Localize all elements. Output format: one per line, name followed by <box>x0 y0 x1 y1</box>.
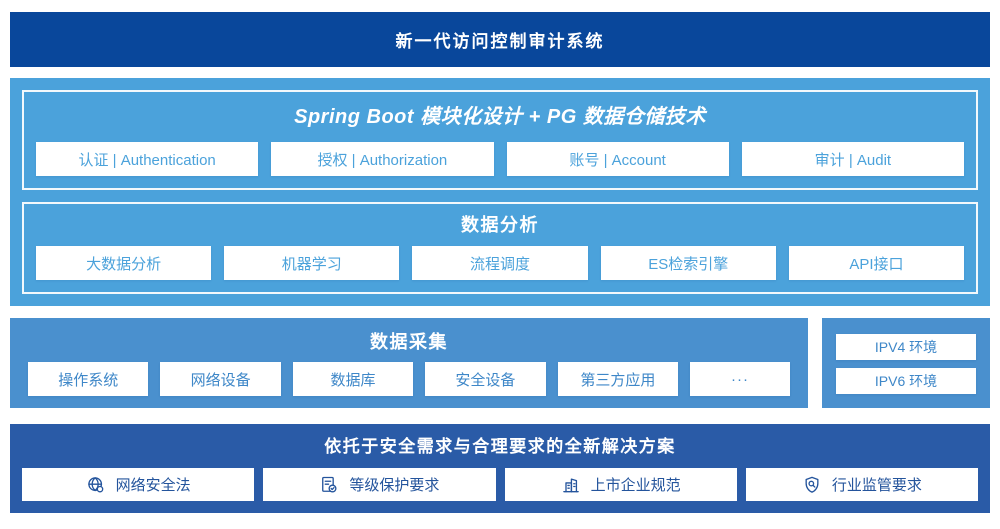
springboot-section: Spring Boot 模块化设计 + PG 数据仓储技术 认证 | Authe… <box>22 90 978 190</box>
analysis-api: API接口 <box>788 246 965 280</box>
shield-search-icon <box>802 475 822 495</box>
data-collection-row: 操作系统 网络设备 数据库 安全设备 第三方应用 ··· <box>28 362 791 396</box>
data-analysis-section: 数据分析 大数据分析 机器学习 流程调度 ES检索引擎 API接口 <box>22 202 978 294</box>
requirement-label: 网络安全法 <box>115 477 191 494</box>
source-thirdparty-app: 第三方应用 <box>557 362 679 396</box>
ip-environment-panel: IPV4 环境 IPV6 环境 <box>822 318 990 408</box>
source-more-ellipsis: ··· <box>690 362 791 396</box>
source-network-device: 网络设备 <box>160 362 281 396</box>
module-account: 账号 | Account <box>506 142 729 176</box>
requirement-label: 上市企业规范 <box>590 477 681 494</box>
env-ipv4: IPV4 环境 <box>836 334 976 360</box>
source-database: 数据库 <box>292 362 414 396</box>
module-audit: 审计 | Audit <box>741 142 964 176</box>
env-ipv6: IPV6 环境 <box>836 368 976 394</box>
solution-panel: 依托于安全需求与合理要求的全新解决方案 网络安全法 <box>10 424 990 513</box>
requirement-classified-protection: 等级保护要求 <box>263 468 496 501</box>
data-collection-title: 数据采集 <box>370 332 448 352</box>
middle-row: 数据采集 操作系统 网络设备 数据库 安全设备 第三方应用 ··· IPV4 环… <box>10 318 990 408</box>
system-title: 新一代访问控制审计系统 <box>395 32 605 51</box>
requirement-cybersecurity-law: 网络安全法 <box>22 468 255 501</box>
data-analysis-title: 数据分析 <box>461 215 539 235</box>
building-icon <box>561 475 581 495</box>
module-authorization: 授权 | Authorization <box>271 142 494 176</box>
springboot-section-title: Spring Boot 模块化设计 + PG 数据仓储技术 <box>294 106 706 128</box>
requirement-label: 等级保护要求 <box>349 477 440 494</box>
solution-title: 依托于安全需求与合理要求的全新解决方案 <box>324 437 676 456</box>
system-title-banner: 新一代访问控制审计系统 <box>10 12 990 67</box>
globe-icon <box>86 475 106 495</box>
analysis-es-search: ES检索引擎 <box>600 246 776 280</box>
data-collection-panel: 数据采集 操作系统 网络设备 数据库 安全设备 第三方应用 ··· <box>10 318 808 408</box>
data-analysis-row: 大数据分析 机器学习 流程调度 ES检索引擎 API接口 <box>36 246 965 280</box>
document-check-icon <box>319 475 339 495</box>
requirement-listed-company: 上市企业规范 <box>504 468 737 501</box>
source-os: 操作系统 <box>28 362 149 396</box>
analysis-bigdata: 大数据分析 <box>36 246 212 280</box>
source-security-device: 安全设备 <box>425 362 546 396</box>
platform-container: Spring Boot 模块化设计 + PG 数据仓储技术 认证 | Authe… <box>10 78 990 306</box>
module-authentication: 认证 | Authentication <box>36 142 259 176</box>
requirement-label: 行业监管要求 <box>831 477 922 494</box>
requirement-industry-regulation: 行业监管要求 <box>745 468 978 501</box>
solution-row: 网络安全法 等级保护要求 <box>22 468 978 501</box>
springboot-modules-row: 认证 | Authentication 授权 | Authorization 账… <box>36 142 964 176</box>
analysis-workflow: 流程调度 <box>412 246 588 280</box>
analysis-machine-learning: 机器学习 <box>224 246 400 280</box>
